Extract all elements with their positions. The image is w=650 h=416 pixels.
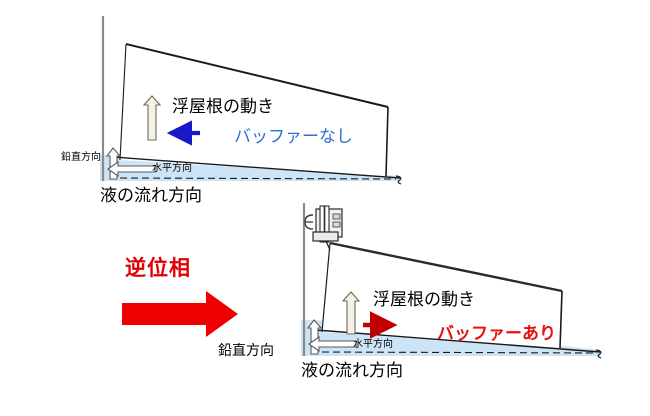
transition-group (122, 291, 238, 337)
break-mark-top (395, 175, 402, 185)
antiphase-label: 逆位相 (125, 256, 191, 280)
roof-motion-label-top: 浮屋根の動き (172, 97, 274, 117)
vertical-direction-label-bottom: 鉛直方向 (218, 343, 274, 359)
horizontal-direction-arrow-top (107, 160, 156, 178)
flow-direction-label-top: 液の流れ方向 (100, 186, 202, 206)
tank-floor-dashed-top (119, 177, 397, 180)
roof-vertical-arrow-top (142, 95, 162, 141)
roof-top-edge-bottom (329, 241, 563, 293)
liquid-surface-bottom (315, 329, 601, 353)
roof-left-edge-top (119, 43, 127, 161)
roof-top-edge-top (125, 43, 389, 108)
buffer-damper-icon (304, 205, 343, 251)
roof-left-edge-bottom (321, 242, 331, 333)
roof-motion-label-bottom: 浮屋根の動き (373, 290, 475, 310)
antiphase-arrow (122, 291, 238, 337)
liquid-surface-top (112, 156, 401, 179)
horizontal-direction-arrow-bottom (308, 335, 357, 353)
buffer-status-label-top: バッファーなし (234, 127, 353, 147)
panel-bottom-group (301, 203, 602, 359)
roof-right-edge-top (385, 106, 389, 177)
buffer-status-label-bottom: バッファーあり (437, 324, 556, 344)
horizontal-direction-label-bottom: 水平方向 (353, 339, 393, 350)
roof-right-edge-bottom (559, 290, 563, 349)
tank-floor-dashed-bottom (321, 351, 597, 354)
break-mark-bottom (595, 349, 602, 359)
panel-top-group (100, 16, 402, 185)
vertical-direction-label-top: 鉛直方向 (61, 152, 101, 163)
roof-vertical-arrow-bottom (341, 291, 361, 335)
horizontal-direction-label-top: 水平方向 (152, 163, 192, 174)
flow-direction-label-bottom: 液の流れ方向 (301, 361, 403, 381)
